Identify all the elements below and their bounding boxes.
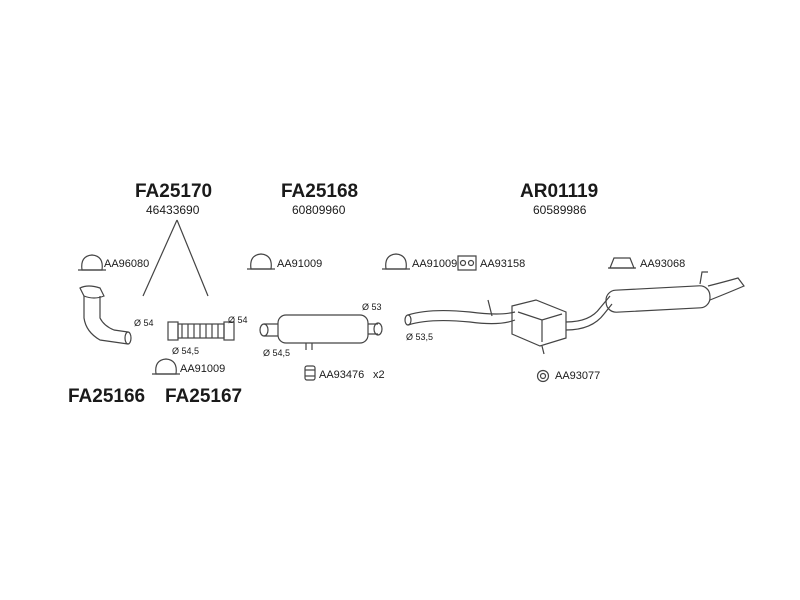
middle-silencer-drawing — [259, 314, 383, 350]
diameter-label: Ø 54 — [228, 315, 248, 325]
clamp-icon — [247, 253, 275, 270]
flex-pipe-drawing — [167, 321, 235, 341]
part-number: AA91009 — [277, 258, 323, 270]
diameter-label: Ø 53 — [362, 302, 382, 312]
rubber-hanger-icon — [304, 365, 316, 381]
gasket-icon — [457, 255, 477, 271]
part-number: AA93077 — [555, 370, 601, 382]
assembly-code: FA25167 — [165, 386, 243, 407]
clamp-icon — [152, 358, 180, 375]
part-number: AA91009 — [412, 258, 458, 270]
part-quantity: x2 — [373, 369, 385, 381]
down-pipe-drawing — [79, 285, 132, 345]
oem-number: 60589986 — [533, 203, 587, 217]
diameter-label: Ø 53,5 — [406, 332, 434, 342]
ring-icon — [536, 369, 550, 383]
diameter-label: Ø 54 — [134, 318, 154, 328]
connector-line — [176, 219, 209, 297]
assembly-code: FA25170 — [135, 181, 213, 202]
bracket-icon — [608, 257, 636, 269]
connector-line — [142, 219, 178, 297]
rear-section-drawing — [404, 271, 745, 355]
assembly-code: FA25166 — [68, 386, 146, 407]
diameter-label: Ø 54,5 — [263, 348, 291, 358]
part-number: AA93068 — [640, 258, 686, 270]
clamp-icon — [382, 253, 410, 270]
part-number: AA93476 — [319, 369, 365, 381]
part-number: AA96080 — [104, 258, 150, 270]
part-number: AA93158 — [480, 258, 526, 270]
oem-number: 46433690 — [146, 203, 200, 217]
assembly-code: FA25168 — [281, 181, 359, 202]
part-number: AA91009 — [180, 363, 226, 375]
assembly-code: AR01119 — [520, 181, 599, 202]
diameter-label: Ø 54,5 — [172, 346, 200, 356]
clamp-icon — [78, 254, 106, 271]
oem-number: 60809960 — [292, 203, 346, 217]
